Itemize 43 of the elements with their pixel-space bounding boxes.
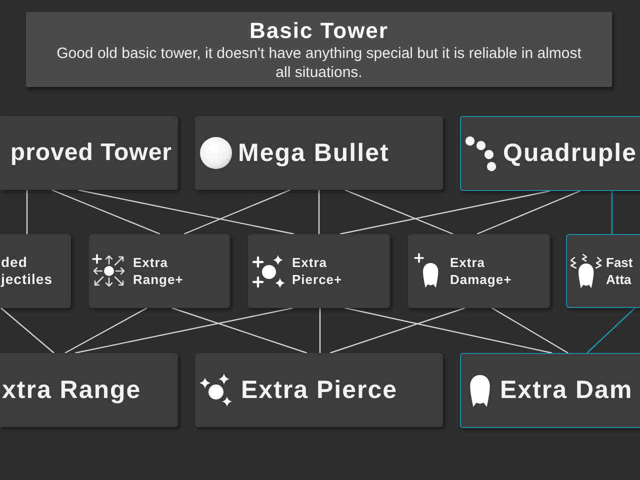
card-title: proved Tower — [10, 141, 172, 165]
connector-line — [476, 190, 580, 235]
panel-heading: Basic Tower — [250, 18, 388, 44]
card-title: xtra Range — [2, 378, 142, 402]
connector-line — [492, 307, 568, 354]
connector-line — [0, 308, 54, 354]
connector-line — [52, 189, 160, 235]
card-label: Extra Damage+ — [450, 254, 513, 288]
upgrade-card — [460, 116, 640, 191]
card-label: Extra Range+ — [133, 254, 184, 288]
connector-line — [172, 307, 308, 354]
upgrade-card — [460, 353, 640, 428]
card-title: Mega Bullet — [238, 140, 390, 166]
upgrade-card — [0, 353, 178, 427]
connector-line — [64, 307, 148, 354]
description-text: Good old basic tower, it doesn't have anything special but it is reliable in almost all situations. — [56, 44, 582, 82]
connector-line — [344, 189, 454, 235]
upgrade-card — [0, 234, 71, 308]
card-label: ded jectiles — [1, 254, 54, 288]
card-title: Quadruple — [503, 141, 638, 166]
upgrade-card — [195, 116, 443, 190]
card-title: Extra Pierce — [241, 378, 398, 402]
upgrade-card — [0, 116, 178, 190]
card-label: Extra Pierce+ — [292, 254, 344, 288]
connector-line — [586, 308, 636, 354]
connector-line — [330, 307, 466, 354]
connector-line — [340, 190, 550, 235]
upgrade-card — [248, 234, 390, 308]
card-title: Extra Dam — [500, 378, 633, 403]
connector-line — [611, 191, 613, 234]
connector-line — [74, 307, 294, 354]
connector-line — [318, 190, 320, 234]
connector-line — [344, 307, 552, 354]
connector-line — [26, 190, 28, 234]
info-panel — [26, 12, 612, 87]
connector-line — [78, 189, 294, 235]
card-label: Fast Atta — [606, 254, 634, 288]
upgrade-card — [89, 234, 230, 308]
connector-line — [184, 189, 290, 235]
upgrade-card — [408, 234, 550, 308]
upgrade-card — [566, 234, 640, 308]
upgrade-card — [195, 353, 443, 427]
connector-line — [319, 308, 321, 353]
